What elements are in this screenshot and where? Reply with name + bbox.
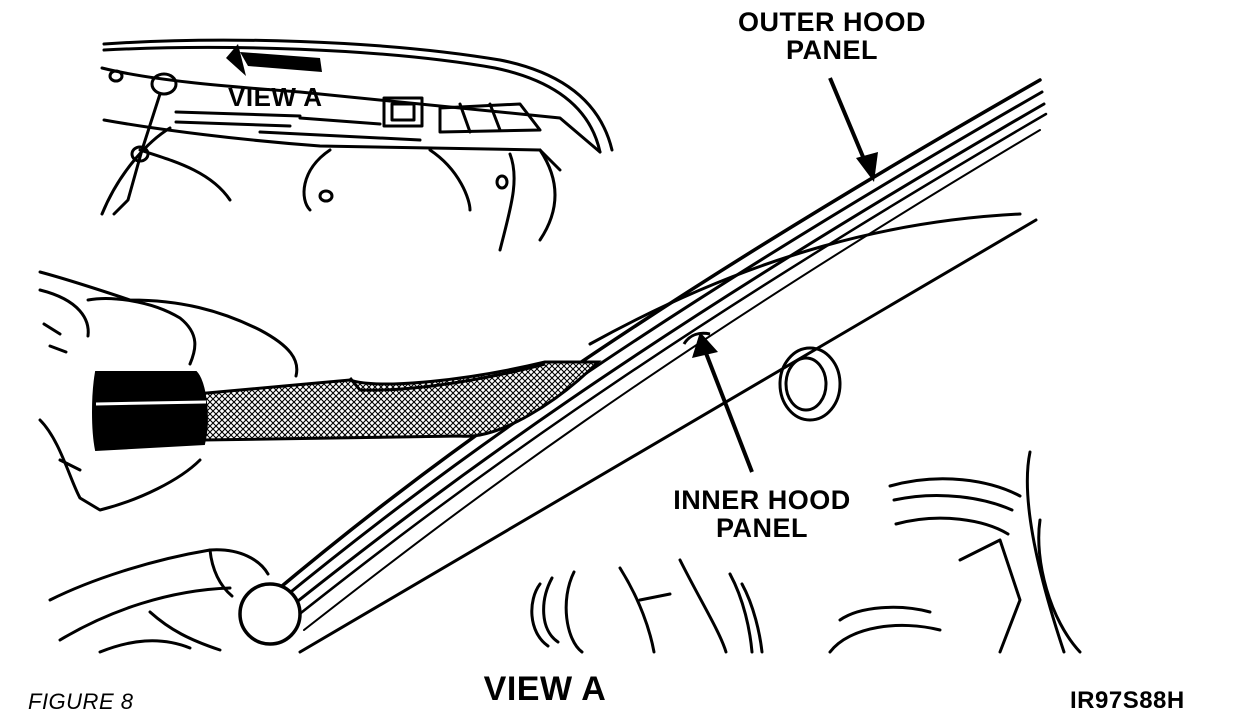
inset-arrow-icon xyxy=(226,44,322,76)
main-view-label: VIEW A xyxy=(483,670,607,708)
figure-number: FIGURE 8 xyxy=(28,689,134,714)
inset-hood-view xyxy=(100,38,614,252)
outer-hood-panel-label-line1: OUTER HOOD xyxy=(737,7,926,37)
inner-hood-leader xyxy=(682,331,754,473)
upper-hand xyxy=(38,270,299,512)
roller xyxy=(238,582,302,646)
outer-hood-panel xyxy=(268,78,1048,631)
inner-hood-panel-label: INNER HOOD PANEL xyxy=(648,486,876,543)
inner-hood-panel-label-line1: INNER HOOD xyxy=(673,485,851,515)
figure-code: IR97S88H xyxy=(1070,687,1185,714)
inner-hood-panel xyxy=(298,212,1082,654)
adhesive-strip xyxy=(194,360,602,442)
tool-handle xyxy=(92,371,208,452)
adhesive-strip-edge xyxy=(348,362,546,392)
inset-view-label: VIEW A xyxy=(228,82,323,112)
outer-hood-leader xyxy=(828,77,878,182)
tool-highlight xyxy=(95,400,207,406)
inner-hood-panel-label-line2: PANEL xyxy=(715,513,808,544)
lower-hand xyxy=(48,548,270,654)
outer-hood-panel-label: OUTER HOOD PANEL xyxy=(712,8,952,65)
outer-hood-panel-label-line2: PANEL xyxy=(785,35,878,66)
